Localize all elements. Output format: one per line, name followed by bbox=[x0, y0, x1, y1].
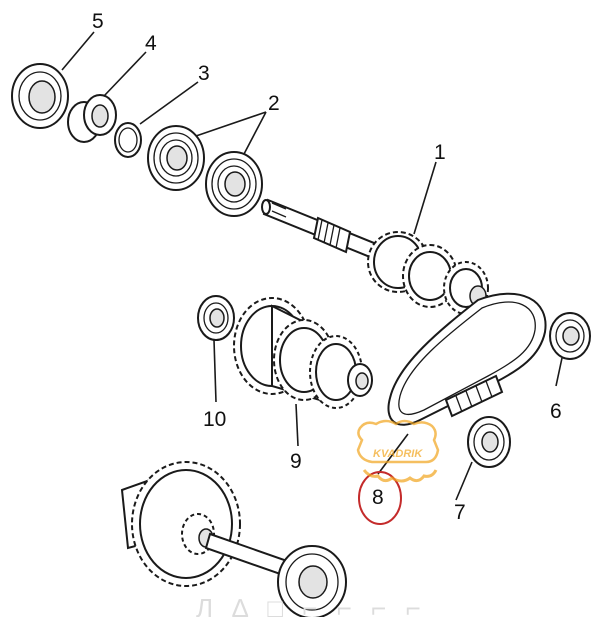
watermark-text: KVADRIK bbox=[373, 448, 423, 460]
callout-1: 1 bbox=[434, 141, 446, 164]
callout-3: 3 bbox=[198, 62, 210, 85]
part-2-bearing-a bbox=[147, 125, 205, 191]
callout-7: 7 bbox=[454, 501, 466, 524]
part-4-bushing bbox=[67, 94, 117, 143]
callout-6: 6 bbox=[550, 400, 562, 423]
callout-4: 4 bbox=[145, 32, 157, 55]
part-10-bearing bbox=[197, 295, 235, 341]
part-9-gear-cluster bbox=[233, 297, 373, 409]
kvadrik-watermark: KVADRIK bbox=[356, 419, 440, 483]
part-3-ring bbox=[114, 122, 142, 158]
callout-9: 9 bbox=[290, 450, 302, 473]
callout-8: 8 bbox=[372, 486, 384, 509]
drive-chain bbox=[387, 292, 547, 426]
highlight-circle bbox=[358, 471, 402, 525]
callout-5: 5 bbox=[92, 10, 104, 33]
callout-numbers: 5 4 3 2 1 6 7 8 9 10 bbox=[92, 10, 562, 524]
part-1-shaft bbox=[261, 198, 489, 315]
callout-2: 2 bbox=[268, 92, 280, 115]
part-2-bearing-b bbox=[205, 151, 263, 217]
output-shaft bbox=[120, 461, 347, 617]
faint-bottom-mark: Л ∆ □ ⌐ ⌐ ⌐ ⌐ bbox=[196, 593, 427, 617]
leader-lines bbox=[61, 31, 563, 501]
part-7-bearing bbox=[467, 416, 511, 468]
part-5-seal bbox=[11, 63, 69, 129]
part-6-bearing bbox=[549, 312, 591, 360]
callout-10: 10 bbox=[203, 408, 226, 431]
